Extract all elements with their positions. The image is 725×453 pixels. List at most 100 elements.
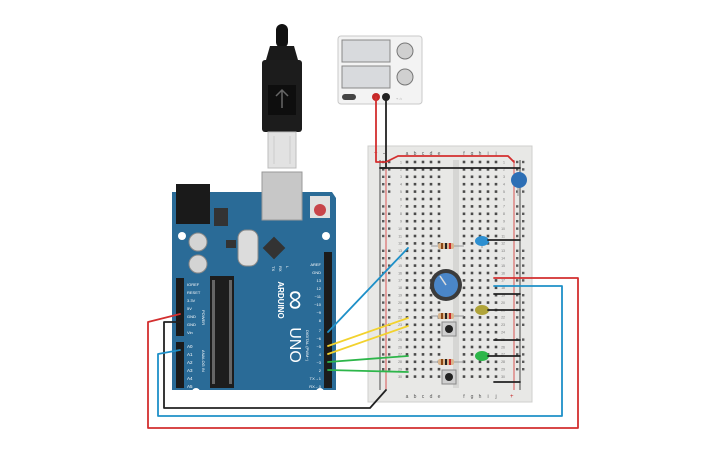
breadboard-hole[interactable] <box>462 256 466 260</box>
breadboard-hole[interactable] <box>405 367 409 371</box>
breadboard-hole[interactable] <box>405 242 409 245</box>
breadboard-hole[interactable] <box>405 271 409 275</box>
breadboard-hole[interactable] <box>413 264 417 267</box>
breadboard-hole[interactable] <box>413 316 417 319</box>
rail-hole[interactable] <box>388 257 391 260</box>
breadboard-hole[interactable] <box>405 338 409 341</box>
breadboard-hole[interactable] <box>462 264 466 267</box>
power-supply[interactable]: ⌁ ⌂ <box>337 35 423 105</box>
breadboard-hole[interactable] <box>478 330 482 334</box>
breadboard-hole[interactable] <box>486 160 490 164</box>
rail-hole[interactable] <box>382 183 385 186</box>
rail-hole[interactable] <box>388 360 391 363</box>
rail-hole[interactable] <box>522 205 525 208</box>
breadboard-hole[interactable] <box>429 219 433 223</box>
breadboard-hole[interactable] <box>421 205 425 208</box>
breadboard-hole[interactable] <box>486 271 490 275</box>
breadboard-hole[interactable] <box>470 279 474 282</box>
breadboard-hole[interactable] <box>470 293 474 297</box>
breadboard-hole[interactable] <box>405 293 409 297</box>
rail-hole[interactable] <box>388 338 391 341</box>
breadboard-hole[interactable] <box>478 360 482 364</box>
breadboard-hole[interactable] <box>462 205 466 208</box>
rail-hole[interactable] <box>382 301 385 304</box>
rail-hole[interactable] <box>382 264 385 267</box>
rail-hole[interactable] <box>522 271 525 275</box>
rail-hole[interactable] <box>516 168 519 171</box>
breadboard-hole[interactable] <box>421 182 425 186</box>
rail-hole[interactable] <box>388 234 391 238</box>
breadboard-hole[interactable] <box>429 256 433 260</box>
breadboard-hole[interactable] <box>413 175 417 179</box>
breadboard-hole[interactable] <box>437 182 441 186</box>
breadboard-hole[interactable] <box>470 323 474 327</box>
breadboard-hole[interactable] <box>462 242 466 245</box>
breadboard-hole[interactable] <box>405 323 409 327</box>
breadboard-hole[interactable] <box>405 279 409 282</box>
breadboard-hole[interactable] <box>429 205 433 208</box>
breadboard-hole[interactable] <box>437 256 441 260</box>
rail-hole[interactable] <box>516 220 519 223</box>
breadboard-hole[interactable] <box>429 271 433 275</box>
breadboard-hole[interactable] <box>462 227 466 230</box>
breadboard-hole[interactable] <box>486 279 490 282</box>
breadboard-hole[interactable] <box>437 160 441 164</box>
breadboard-hole[interactable] <box>494 242 498 245</box>
breadboard-hole[interactable] <box>470 375 474 378</box>
breadboard-hole[interactable] <box>421 286 425 290</box>
breadboard-hole[interactable] <box>494 160 498 164</box>
breadboard-hole[interactable] <box>486 360 490 364</box>
rail-hole[interactable] <box>388 294 391 297</box>
breadboard-hole[interactable] <box>494 353 498 356</box>
breadboard-hole[interactable] <box>421 316 425 319</box>
breadboard-hole[interactable] <box>413 308 417 312</box>
breadboard-hole[interactable] <box>405 264 409 267</box>
breadboard-hole[interactable] <box>494 360 498 364</box>
breadboard-hole[interactable] <box>478 271 482 275</box>
breadboard-hole[interactable] <box>462 219 466 223</box>
rail-hole[interactable] <box>516 212 519 215</box>
breadboard-hole[interactable] <box>478 375 482 378</box>
rail-hole[interactable] <box>388 345 391 349</box>
breadboard-hole[interactable] <box>462 330 466 334</box>
breadboard-hole[interactable] <box>405 160 409 164</box>
breadboard-hole[interactable] <box>486 330 490 334</box>
rail-hole[interactable] <box>382 323 385 326</box>
breadboard-hole[interactable] <box>421 271 425 275</box>
rail-hole[interactable] <box>388 249 391 252</box>
rail-hole[interactable] <box>388 308 391 312</box>
breadboard-hole[interactable] <box>421 264 425 267</box>
breadboard-hole[interactable] <box>413 353 417 356</box>
breadboard-hole[interactable] <box>486 316 490 319</box>
breadboard-hole[interactable] <box>494 168 498 171</box>
breadboard-hole[interactable] <box>421 279 425 282</box>
breadboard-hole[interactable] <box>437 375 441 378</box>
breadboard-hole[interactable] <box>421 197 425 201</box>
breadboard-hole[interactable] <box>494 175 498 179</box>
breadboard-hole[interactable] <box>486 212 490 216</box>
breadboard-hole[interactable] <box>405 308 409 312</box>
breadboard-hole[interactable] <box>405 256 409 260</box>
rail-hole[interactable] <box>382 316 385 319</box>
rail-hole[interactable] <box>522 160 525 164</box>
rail-hole[interactable] <box>516 227 519 230</box>
rail-hole[interactable] <box>522 234 525 238</box>
breadboard-hole[interactable] <box>421 219 425 223</box>
wire-supply-positive[interactable] <box>375 96 387 163</box>
piezo-buzzer[interactable] <box>511 172 527 196</box>
rail-hole[interactable] <box>516 160 519 164</box>
breadboard-hole[interactable] <box>494 367 498 371</box>
breadboard-hole[interactable] <box>486 227 490 230</box>
breadboard-hole[interactable] <box>405 190 409 193</box>
breadboard-hole[interactable] <box>429 345 433 349</box>
breadboard-hole[interactable] <box>405 301 409 304</box>
breadboard-hole[interactable] <box>437 323 441 327</box>
rail-hole[interactable] <box>388 183 391 186</box>
breadboard-hole[interactable] <box>486 323 490 327</box>
breadboard-hole[interactable] <box>405 360 409 364</box>
breadboard-hole[interactable] <box>478 160 482 164</box>
breadboard-hole[interactable] <box>437 330 441 334</box>
wire-pin-d5-yellow-1[interactable] <box>327 317 409 347</box>
breadboard-hole[interactable] <box>413 345 417 349</box>
breadboard-hole[interactable] <box>486 293 490 297</box>
